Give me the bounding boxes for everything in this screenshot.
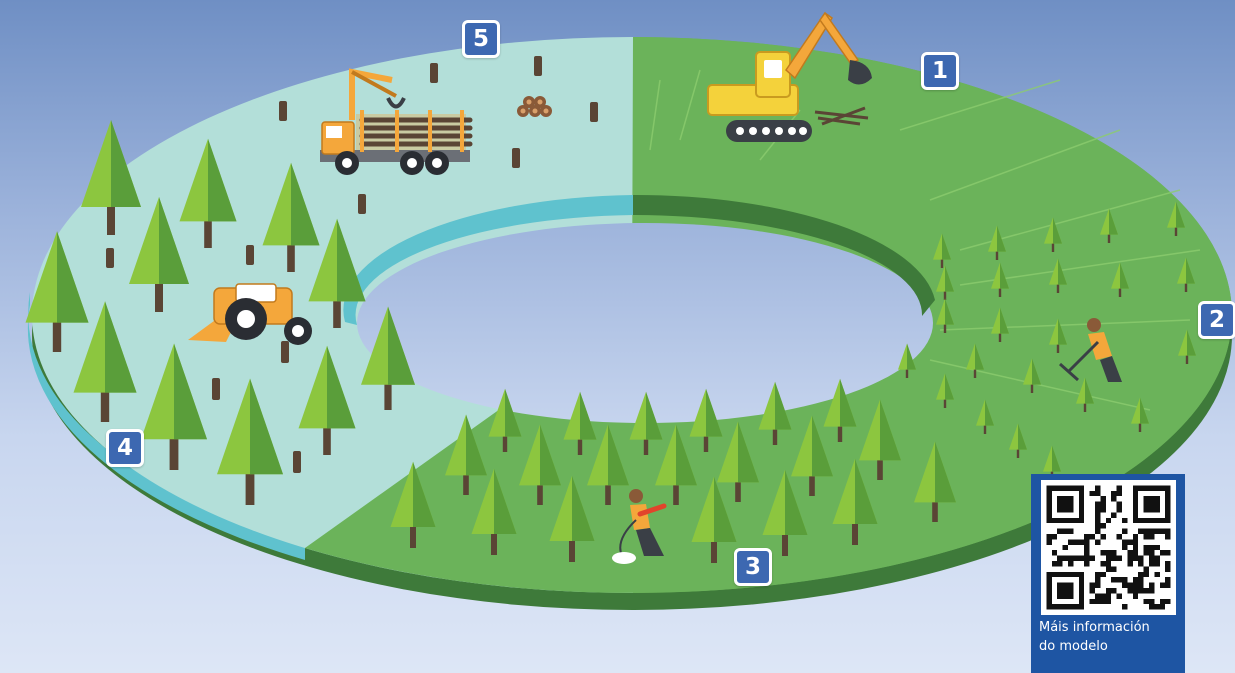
step-badge-2: 2 [1198,301,1235,339]
step-badge-4: 4 [106,429,144,467]
step-badge-3: 3 [734,548,772,586]
qr-caption: Máis información do modelo [1039,618,1185,656]
qr-card[interactable]: Máis información do modelo [1031,474,1185,673]
qr-caption-line-1: Máis información [1039,618,1185,637]
step-badge-5: 5 [462,20,500,58]
step-badge-1: 1 [921,52,959,90]
qr-code[interactable] [1041,480,1176,615]
qr-caption-line-2: do modelo [1039,637,1185,656]
